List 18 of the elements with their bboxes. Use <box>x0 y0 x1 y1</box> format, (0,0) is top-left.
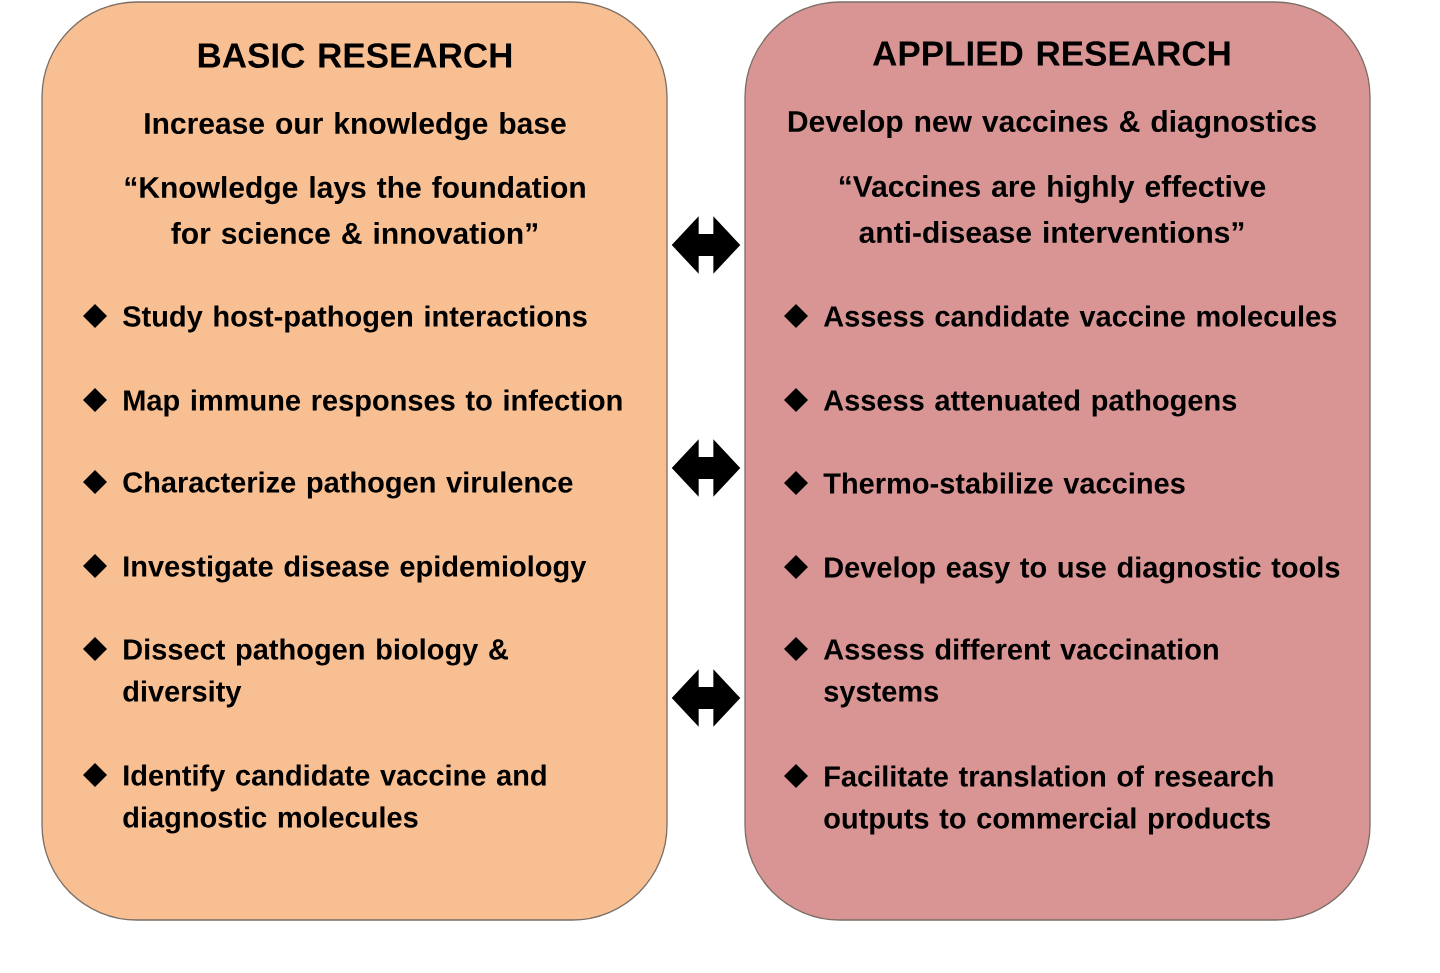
panel-heading: BASIC RESEARCH <box>198 43 512 68</box>
bullet-item: Assess different vaccination systems <box>823 638 1218 708</box>
quote-text: “Knowledge lays the foundation for science & innovation” <box>125 176 585 245</box>
bullet-item: Map immune responses to infection <box>124 389 622 417</box>
bullet-item: Identify candidate vaccine and diagnostic molecules <box>123 764 546 834</box>
bullet-item: Thermo-stabilize vaccines <box>823 472 1185 494</box>
bullet-item: Study host-pathogen interactions <box>123 305 587 333</box>
bullet-item: Develop easy to use diagnostic tools <box>825 556 1340 584</box>
bullet-item: Assess attenuated pathogens <box>823 389 1237 417</box>
quote-text: “Vaccines are highly effective anti-disease interventions” <box>839 175 1266 244</box>
bullet-item: Dissect pathogen biology & diversity <box>123 638 508 708</box>
panel-subtitle: Increase our knowledge base <box>145 112 566 141</box>
bullet-item: Investigate disease epidemiology <box>124 555 587 583</box>
bullet-item: Assess candidate vaccine molecules <box>823 305 1337 327</box>
bullet-item: Facilitate translation of research outputs to commercial products <box>824 765 1273 835</box>
panel-subtitle: Develop new vaccines & diagnostics <box>788 110 1316 139</box>
bullet-item: Characterize pathogen virulence <box>123 471 573 499</box>
panel-heading: APPLIED RESEARCH <box>873 41 1230 66</box>
